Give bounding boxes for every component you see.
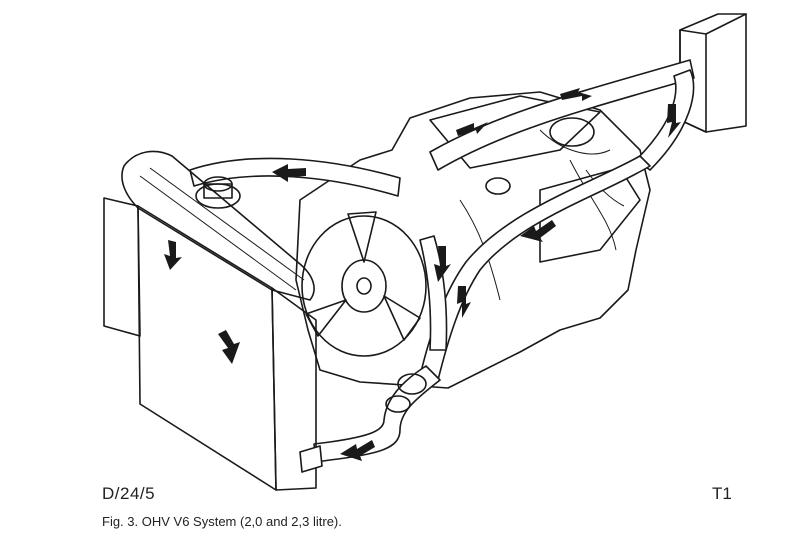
arrow-top-hose: [272, 164, 306, 182]
heater-feed-hose: [429, 59, 695, 171]
arrow-heater-return-1: [667, 104, 681, 138]
figure-caption: Fig. 3. OHV V6 System (2,0 and 2,3 litre…: [102, 514, 342, 529]
arrow-heater-return-2: [520, 220, 556, 242]
bottom-hose: [313, 365, 441, 463]
radiator: [103, 150, 323, 491]
arrow-heater-feed-2: [456, 122, 488, 136]
radiator-fan: [301, 211, 427, 357]
flow-arrows: [164, 88, 681, 461]
arrow-return-down: [457, 286, 471, 318]
arrow-heater-feed-1: [560, 88, 592, 101]
corner-mark: T1: [712, 484, 732, 503]
drawing-reference-code: D/24/5: [102, 484, 156, 503]
arrow-bottom-hose: [340, 440, 375, 461]
arrow-bypass: [434, 246, 451, 282]
top-hose-to-radiator: [189, 157, 401, 197]
arrow-radiator-core-1: [164, 240, 182, 270]
arrow-radiator-core-2: [218, 330, 240, 364]
